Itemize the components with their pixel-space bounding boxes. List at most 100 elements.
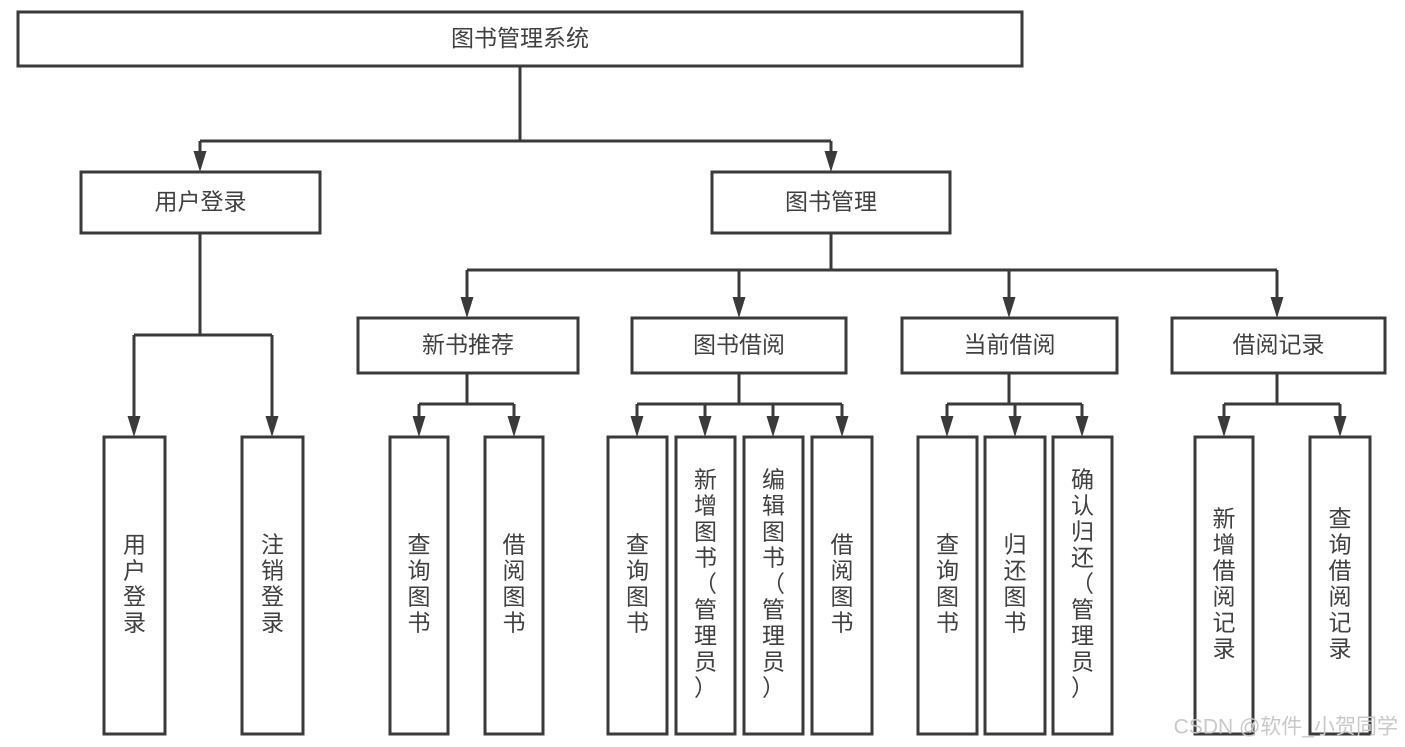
node-box[interactable] <box>606 435 669 736</box>
arrow-head-icon <box>127 416 141 437</box>
connector-conn-bm-to-record <box>1270 270 1284 318</box>
node-box[interactable] <box>1308 435 1372 736</box>
connector-conn-user-login-a <box>127 335 141 437</box>
csdn-watermark: CSDN @软件_小贺同学 <box>1174 716 1398 739</box>
node-layer: 图书管理系统用户登录图书管理新书推荐图书借阅当前借阅借阅记录用户登录注销登录查询… <box>16 10 1387 736</box>
node-new-book-recommend[interactable]: 新书推荐 <box>356 316 580 375</box>
node-box[interactable] <box>983 435 1047 736</box>
connector-conn-bm-to-recommend <box>460 270 474 318</box>
node-book-manage[interactable]: 图书管理 <box>710 170 952 235</box>
node-label: 查询图书 <box>626 532 649 636</box>
node-user-login[interactable]: 用户登录 <box>79 170 322 235</box>
node-borrow-record[interactable]: 借阅记录 <box>1170 316 1387 375</box>
node-leaf-user-login[interactable]: 用户登录 <box>102 435 167 736</box>
node-label: 当前借阅 <box>964 332 1056 358</box>
node-leaf-query-book-2[interactable]: 查询图书 <box>606 435 669 736</box>
node-label: 用户登录 <box>123 532 146 636</box>
connector-conn-bm-to-borrow <box>732 270 746 318</box>
node-box[interactable] <box>356 316 580 375</box>
node-box[interactable] <box>102 435 167 736</box>
connector-conn-current-a <box>940 404 954 437</box>
node-box[interactable] <box>1193 435 1255 736</box>
arrow-head-icon <box>507 416 521 437</box>
arrow-head-icon <box>1008 416 1022 437</box>
arrow-head-icon <box>193 151 207 172</box>
arrow-head-icon <box>460 297 474 318</box>
node-label: 确认归还（管理员） <box>1071 467 1094 701</box>
node-label: 图书管理系统 <box>451 25 589 51</box>
arrow-head-icon <box>412 416 426 437</box>
node-box[interactable] <box>240 435 305 736</box>
connector-conn-current-b <box>1008 404 1022 437</box>
node-box[interactable] <box>630 316 848 375</box>
node-box[interactable] <box>1170 316 1387 375</box>
arrow-head-icon <box>1270 297 1284 318</box>
node-label: 新增借阅记录 <box>1213 506 1236 662</box>
node-current-borrow[interactable]: 当前借阅 <box>900 316 1119 375</box>
arrow-head-icon <box>766 416 780 437</box>
node-label: 查询借阅记录 <box>1329 506 1352 662</box>
arrow-head-icon <box>835 416 849 437</box>
node-box[interactable] <box>916 435 979 736</box>
connector-conn-borrow-b <box>698 404 712 437</box>
connector-conn-bm-to-current <box>1002 270 1016 318</box>
node-leaf-edit-book[interactable]: 编辑图书（管理员） <box>742 435 805 736</box>
node-leaf-borrow-book-2[interactable]: 借阅图书 <box>810 435 874 736</box>
arrow-head-icon <box>1075 416 1089 437</box>
arrow-head-icon <box>940 416 954 437</box>
node-label: 图书借阅 <box>693 332 785 358</box>
node-leaf-user-logout[interactable]: 注销登录 <box>240 435 305 736</box>
node-label: 借阅记录 <box>1233 332 1325 358</box>
connector-conn-borrow-a <box>630 404 644 437</box>
node-box[interactable] <box>388 435 450 736</box>
node-book-borrow[interactable]: 图书借阅 <box>630 316 848 375</box>
connector-layer <box>127 66 1347 437</box>
connector-conn-recommend-a <box>412 404 426 437</box>
connector-conn-current-c <box>1075 404 1089 437</box>
connector-conn-record-b <box>1333 404 1347 437</box>
node-box[interactable] <box>710 170 952 235</box>
node-label: 新书推荐 <box>422 332 514 358</box>
arrow-head-icon <box>698 416 712 437</box>
node-label: 图书管理 <box>785 189 877 215</box>
arrow-head-icon <box>1333 416 1347 437</box>
connector-conn-recommend-b <box>507 404 521 437</box>
node-box[interactable] <box>16 10 1024 68</box>
connector-conn-root-to-book-manage <box>824 141 838 172</box>
node-box[interactable] <box>674 435 737 736</box>
node-box[interactable] <box>79 170 322 235</box>
node-leaf-query-book-3[interactable]: 查询图书 <box>916 435 979 736</box>
node-label: 借阅图书 <box>503 532 526 636</box>
node-leaf-query-borrow-record[interactable]: 查询借阅记录 <box>1308 435 1372 736</box>
connector-conn-record-a <box>1217 404 1231 437</box>
node-box[interactable] <box>810 435 874 736</box>
node-leaf-add-book[interactable]: 新增图书（管理员） <box>674 435 737 736</box>
node-leaf-add-borrow-record[interactable]: 新增借阅记录 <box>1193 435 1255 736</box>
connector-conn-borrow-d <box>835 404 849 437</box>
node-box[interactable] <box>742 435 805 736</box>
arrow-head-icon <box>265 416 279 437</box>
node-leaf-return-book[interactable]: 归还图书 <box>983 435 1047 736</box>
node-label: 查询图书 <box>408 532 431 636</box>
node-root[interactable]: 图书管理系统 <box>16 10 1024 68</box>
arrow-head-icon <box>1002 297 1016 318</box>
arrow-head-icon <box>630 416 644 437</box>
node-box[interactable] <box>900 316 1119 375</box>
connector-conn-root-to-user-login <box>193 141 207 172</box>
node-leaf-query-book-1[interactable]: 查询图书 <box>388 435 450 736</box>
node-leaf-borrow-book-1[interactable]: 借阅图书 <box>483 435 545 736</box>
node-label: 用户登录 <box>155 189 247 215</box>
node-label: 借阅图书 <box>831 532 854 636</box>
connector-conn-borrow-c <box>766 404 780 437</box>
node-box[interactable] <box>483 435 545 736</box>
node-label: 编辑图书（管理员） <box>762 467 785 701</box>
node-label: 查询图书 <box>936 532 959 636</box>
node-label: 新增图书（管理员） <box>694 467 717 701</box>
connector-conn-user-login-b <box>265 335 279 437</box>
arrow-head-icon <box>1217 416 1231 437</box>
node-leaf-confirm-return[interactable]: 确认归还（管理员） <box>1051 435 1114 736</box>
node-box[interactable] <box>1051 435 1114 736</box>
arrow-head-icon <box>732 297 746 318</box>
